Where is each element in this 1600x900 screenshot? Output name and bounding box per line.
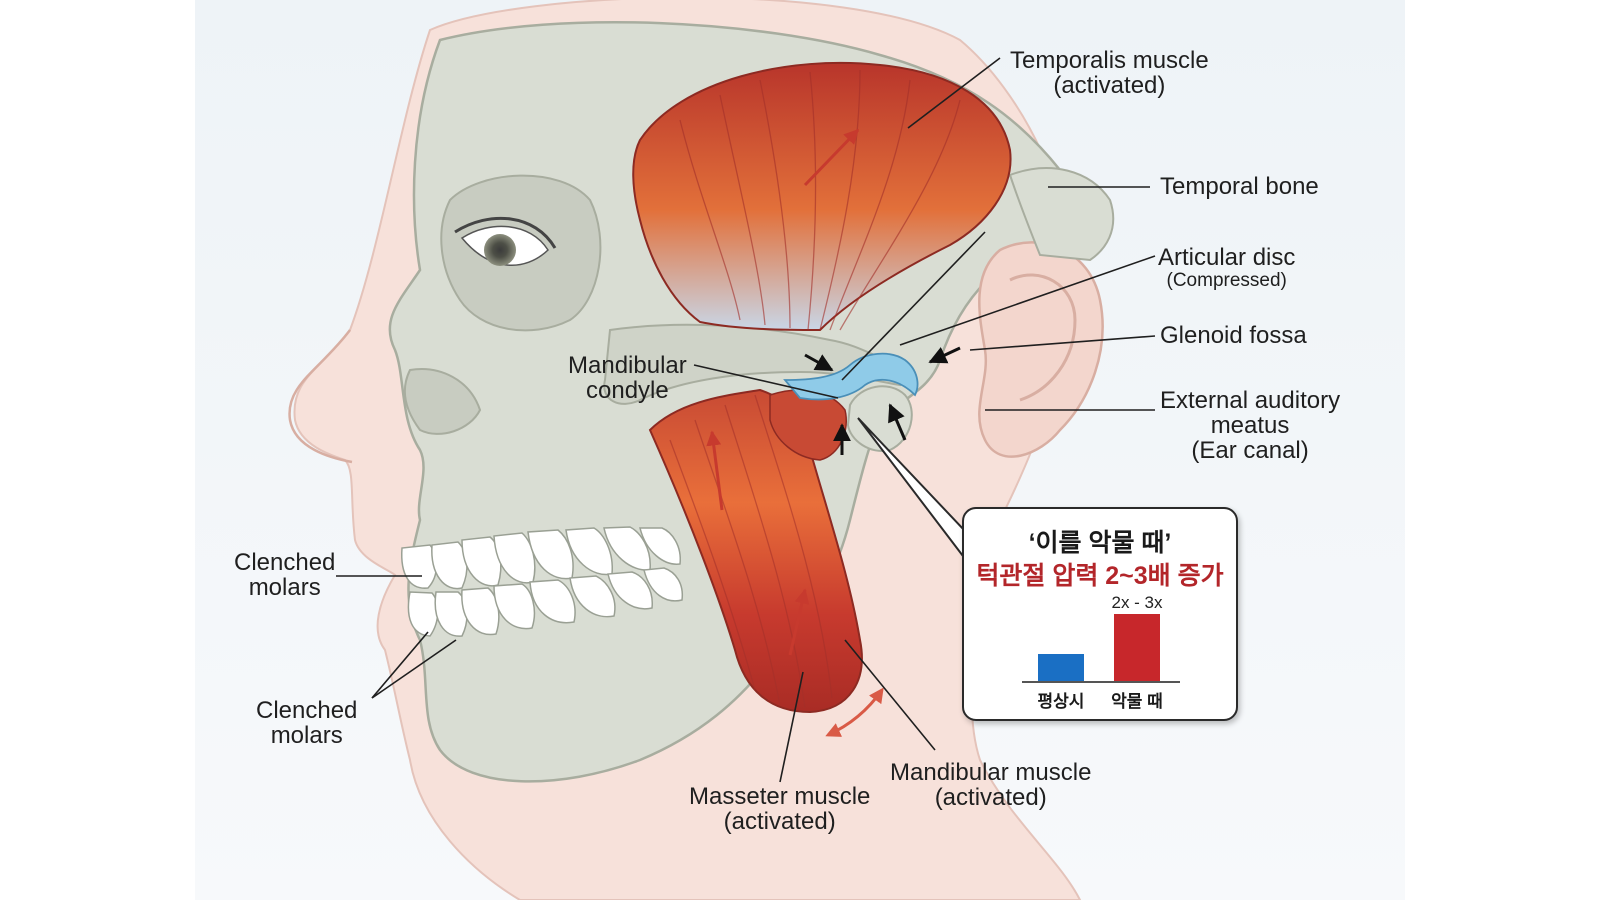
pressure-arrow-up-right <box>888 403 907 441</box>
label-temporal-bone: Temporal bone <box>1160 173 1319 200</box>
temporal-bone <box>1008 167 1115 262</box>
label-mandibular-condyle: Mandibular condyle <box>568 352 687 404</box>
eyelid <box>454 216 557 249</box>
info-subtitle: 턱관절 압력 2~3배 증가 <box>976 562 1224 590</box>
label-articular-disc: Articular disc (Compressed) <box>1158 244 1296 291</box>
bar-multiplier-label: 2x - 3x <box>1111 593 1163 612</box>
teeth <box>401 526 684 637</box>
nose <box>288 329 353 464</box>
bar-baseline <box>1022 681 1180 683</box>
pressure-arrow-right <box>928 346 961 364</box>
info-title: ‘이를 악물 때’ <box>1028 529 1172 557</box>
label-temporalis: Temporalis muscle (activated) <box>1010 47 1209 99</box>
nasal-cavity <box>403 368 482 435</box>
iris <box>484 234 516 266</box>
masseter-arrow-upper <box>706 430 724 511</box>
bar-clench <box>1114 614 1160 681</box>
pressure-arrow-left <box>804 353 834 372</box>
masseter-muscle <box>648 388 863 714</box>
masseter-arrow-lower <box>788 588 810 656</box>
bar-normal <box>1038 654 1084 681</box>
label-clenched-molars-lower: Clenched molars <box>256 697 358 749</box>
label-clenched-molars-upper: Clenched molars <box>234 549 336 601</box>
jaw-movement-arrow <box>825 687 884 737</box>
label-mandibular-muscle: Mandibular muscle (activated) <box>890 759 1092 811</box>
label-auditory-meatus: External auditory meatus (Ear canal) <box>1160 387 1341 464</box>
leader-lines <box>336 57 1156 783</box>
ear <box>978 241 1104 458</box>
masseter-fibers <box>669 394 833 709</box>
temporalis-arrow <box>803 128 860 187</box>
articular-disc <box>783 352 919 401</box>
label-masseter: Masseter muscle (activated) <box>689 783 871 835</box>
temporalis-fibers <box>679 69 961 331</box>
category-label-clench: 악물 때 <box>1111 692 1163 711</box>
category-label-normal: 평상시 <box>1037 692 1085 711</box>
mandibular-condyle <box>846 385 913 452</box>
info-box: ‘이를 악물 때’ 턱관절 압력 2~3배 증가 2x - 3x 평상시 악물 … <box>962 507 1238 721</box>
label-glenoid-fossa: Glenoid fossa <box>1160 322 1307 349</box>
ear-inner <box>1009 273 1077 402</box>
